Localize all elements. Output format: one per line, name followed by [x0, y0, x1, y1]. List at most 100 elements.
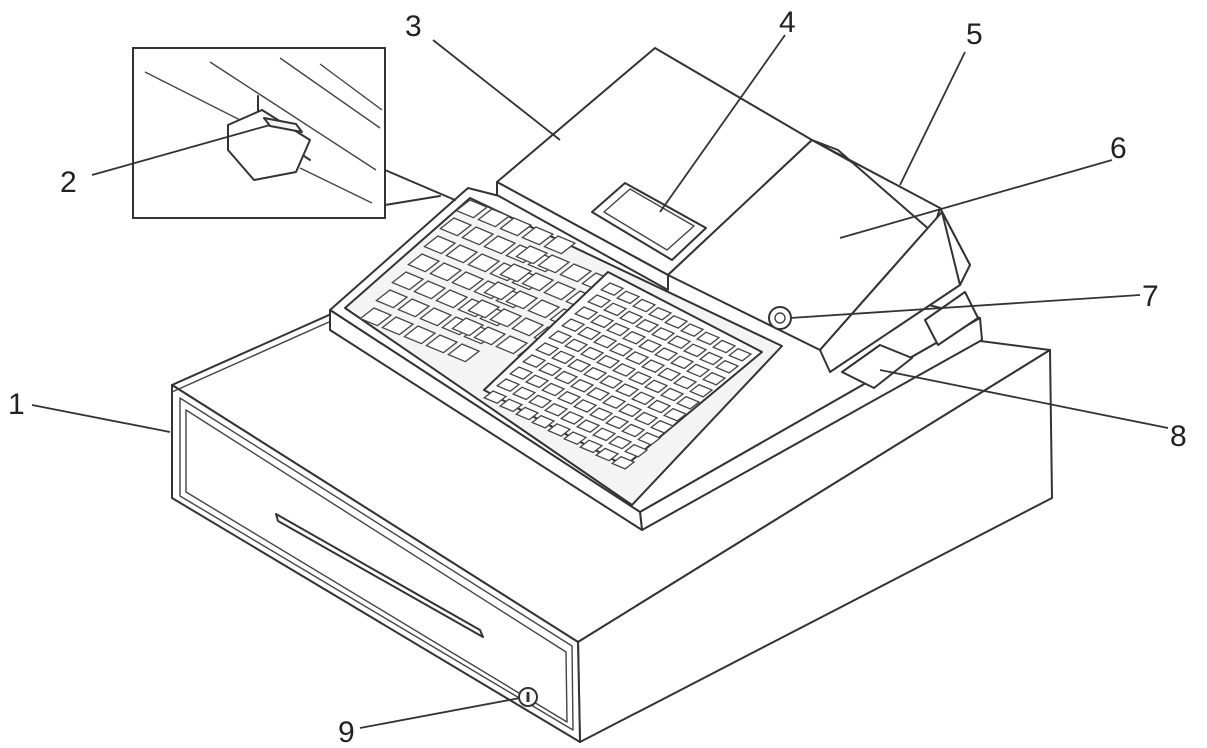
- flat-key[interactable]: [611, 363, 637, 377]
- flat-key[interactable]: [688, 383, 714, 398]
- flat-key[interactable]: [663, 315, 689, 329]
- function-key[interactable]: [407, 253, 441, 273]
- flat-key[interactable]: [653, 347, 679, 362]
- flat-key[interactable]: [560, 318, 586, 333]
- flat-key[interactable]: [586, 294, 612, 309]
- flat-key[interactable]: [582, 366, 608, 381]
- flat-key[interactable]: [636, 431, 662, 446]
- function-key[interactable]: [543, 235, 577, 255]
- flat-key[interactable]: [566, 358, 592, 373]
- flat-key[interactable]: [524, 374, 550, 389]
- flat-key[interactable]: [627, 371, 653, 386]
- flat-key[interactable]: [553, 370, 579, 385]
- function-key[interactable]: [483, 235, 517, 255]
- flat-key[interactable]: [569, 378, 595, 393]
- flat-key[interactable]: [610, 455, 636, 470]
- function-key[interactable]: [375, 289, 409, 309]
- flat-key[interactable]: [537, 362, 563, 377]
- flat-key[interactable]: [614, 383, 640, 398]
- flat-key[interactable]: [659, 387, 685, 402]
- flat-key[interactable]: [662, 407, 688, 422]
- flat-key[interactable]: [594, 447, 620, 462]
- flat-key[interactable]: [550, 350, 576, 365]
- flat-key[interactable]: [637, 339, 663, 353]
- flat-key[interactable]: [521, 354, 547, 369]
- flat-key[interactable]: [559, 411, 585, 425]
- function-key[interactable]: [495, 335, 529, 355]
- flat-key[interactable]: [599, 282, 625, 297]
- function-key[interactable]: [429, 262, 463, 282]
- function-key[interactable]: [447, 343, 481, 363]
- flat-key[interactable]: [562, 431, 588, 446]
- function-key[interactable]: [359, 307, 393, 327]
- flat-key[interactable]: [498, 398, 524, 413]
- flat-key[interactable]: [647, 306, 673, 321]
- flat-key[interactable]: [607, 435, 633, 450]
- function-key[interactable]: [451, 317, 485, 337]
- flat-key[interactable]: [679, 323, 705, 338]
- function-key[interactable]: [391, 271, 425, 291]
- function-key[interactable]: [455, 199, 489, 219]
- flat-key[interactable]: [576, 326, 602, 341]
- function-key[interactable]: [473, 326, 507, 346]
- function-key[interactable]: [537, 254, 571, 274]
- flat-key[interactable]: [682, 343, 708, 358]
- flat-key[interactable]: [601, 395, 627, 410]
- flat-key[interactable]: [579, 346, 605, 361]
- function-key[interactable]: [543, 281, 577, 301]
- function-key[interactable]: [467, 299, 501, 319]
- flat-key[interactable]: [631, 298, 657, 313]
- flat-key[interactable]: [666, 335, 692, 350]
- flat-key[interactable]: [695, 331, 721, 346]
- flat-key[interactable]: [701, 371, 727, 386]
- flat-key[interactable]: [527, 394, 553, 409]
- flat-key[interactable]: [608, 342, 634, 357]
- function-key[interactable]: [467, 253, 501, 273]
- flat-key[interactable]: [530, 414, 556, 429]
- flat-key[interactable]: [649, 419, 675, 434]
- function-key[interactable]: [419, 307, 453, 327]
- function-key[interactable]: [425, 334, 459, 354]
- function-key[interactable]: [505, 290, 539, 310]
- flat-key[interactable]: [656, 367, 682, 382]
- function-key[interactable]: [451, 271, 485, 291]
- flat-key[interactable]: [585, 387, 611, 401]
- flat-key[interactable]: [572, 399, 598, 413]
- flat-key[interactable]: [591, 427, 617, 442]
- flat-key[interactable]: [508, 366, 534, 381]
- flat-key[interactable]: [546, 423, 572, 437]
- flat-key[interactable]: [589, 314, 615, 329]
- function-key[interactable]: [413, 280, 447, 300]
- function-key[interactable]: [559, 263, 593, 283]
- flat-key[interactable]: [685, 363, 711, 378]
- flat-key[interactable]: [598, 375, 624, 389]
- flat-key[interactable]: [623, 443, 649, 458]
- flat-key[interactable]: [540, 382, 566, 397]
- flat-key[interactable]: [620, 423, 646, 438]
- flat-key[interactable]: [573, 306, 599, 321]
- flat-key[interactable]: [605, 322, 631, 337]
- flat-key[interactable]: [617, 403, 643, 418]
- flat-key[interactable]: [624, 351, 650, 365]
- flat-key[interactable]: [563, 338, 589, 353]
- function-key[interactable]: [381, 316, 415, 336]
- function-key[interactable]: [439, 217, 473, 237]
- flat-key[interactable]: [595, 354, 621, 369]
- flat-key[interactable]: [592, 334, 618, 349]
- flat-key[interactable]: [578, 439, 604, 454]
- flat-key[interactable]: [672, 375, 698, 390]
- flat-key[interactable]: [727, 347, 753, 362]
- function-key[interactable]: [397, 298, 431, 318]
- flat-key[interactable]: [588, 407, 614, 422]
- flat-key[interactable]: [714, 359, 740, 374]
- flat-key[interactable]: [633, 411, 659, 426]
- flat-key[interactable]: [650, 327, 676, 341]
- flat-key[interactable]: [482, 390, 508, 405]
- flat-key[interactable]: [618, 310, 644, 325]
- flat-key[interactable]: [602, 302, 628, 317]
- function-key[interactable]: [461, 226, 495, 246]
- function-key[interactable]: [521, 272, 555, 292]
- flat-key[interactable]: [630, 391, 656, 406]
- function-key[interactable]: [445, 244, 479, 264]
- function-key[interactable]: [499, 217, 533, 237]
